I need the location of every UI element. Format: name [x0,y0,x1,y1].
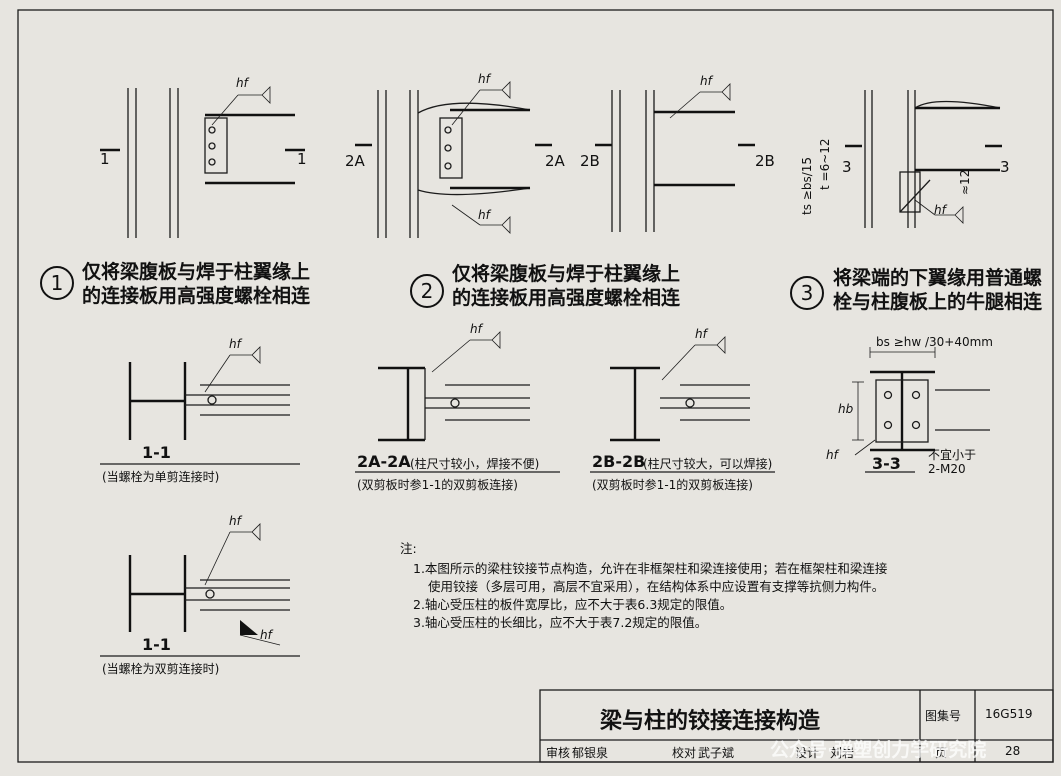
section-1-1-single-note: (当螺栓为单剪连接时) [102,470,220,484]
detail-1-elevation [100,86,305,238]
review-label: 审核 [546,746,571,760]
section-2b-note: (双剪板时参1-1的双剪板连接) [592,478,753,492]
detail-3-cut-left: 3 [842,158,852,176]
weld-symbol-1: hf [236,76,248,90]
reviewer-name: 郁银泉 [572,746,609,760]
section-1-1-double-title: 1-1 [142,635,171,654]
atlas-number: 16G519 [985,707,1033,721]
section-3-3-dim-hb: hb [838,402,854,416]
section-2b-title: 2B-2B [592,452,646,471]
page-number: 28 [1005,744,1021,758]
weld-symbol-s4: hf [470,322,482,336]
detail-1-number: 1 [40,266,74,300]
section-2b-desc: (柱尺寸较大，可以焊接) [643,457,773,471]
detail-2-elevation [355,81,755,238]
detail-1-cut-right: 1 [297,150,307,168]
page-label: 页 [935,746,948,760]
weld-symbol-s3: hf [260,628,272,642]
atlas-label: 图集号 [925,709,962,723]
title-block-frame [539,689,1054,763]
detail-1-caption-line1: 仅将梁腹板与焊于柱翼缘上 [82,261,311,283]
checker-name: 武子斌 [698,746,735,760]
section-2a [378,331,530,442]
weld-symbol-3: hf [934,203,946,217]
detail-3-dim-t: t =6~12 [818,138,832,190]
section-3-3 [852,347,990,456]
detail-2-caption-line1: 仅将梁腹板与焊于柱翼缘上 [452,263,681,285]
section-2a-desc: (柱尺寸较小，焊接不便) [410,457,540,471]
detail-3-caption-line2: 栓与柱腹板上的牛腿相连 [833,291,1043,313]
section-1-1-double-note: (当螺栓为双剪连接时) [102,662,220,676]
watermark-text: 公众号·弹塑创力学研究院 [770,739,987,761]
detail-3-caption-line1: 将梁端的下翼缘用普通螺 [833,267,1043,289]
detail-3-elevation [845,90,1002,228]
weld-symbol-s1: hf [229,337,241,351]
designer-name: 刘岩 [830,746,855,760]
weld-symbol-2c: hf [700,74,712,88]
detail-2-caption-line2: 的连接板用高强度螺栓相连 [452,287,681,309]
section-2a-title: 2A-2A [357,452,411,471]
detail-3-dim-ts: ts ≥bs/15 [800,156,814,215]
weld-symbol-s5: hf [695,327,707,341]
notes-item-3: 3.轴心受压柱的长细比，应不大于表7.2规定的限值。 [413,615,708,630]
notes-item-1b: 使用铰接（多层可用，高层不宜采用），在结构体系中应设置有支撑等抗侧力构件。 [428,579,885,594]
weld-symbol-2a: hf [478,72,490,86]
section-2a-note: (双剪板时参1-1的双剪板连接) [357,478,518,492]
section-1-1-double [128,523,290,646]
drawing-title: 梁与柱的铰接连接构造 [600,709,821,734]
detail-2-cut-a-left: 2A [345,152,365,170]
weld-symbol-2b: hf [478,208,490,222]
detail-2-cut-b-right: 2B [755,152,775,170]
section-2b [610,336,750,442]
detail-3-cut-right: 3 [1000,158,1010,176]
detail-2-cut-b-left: 2B [580,152,600,170]
notes-item-1a: 1.本图所示的梁柱铰接节点构造，允许在非框架柱和梁连接使用；若在框架柱和梁连接 [413,561,888,576]
section-3-3-dim-top: bs ≥hw /30+40mm [876,335,993,349]
detail-2-number: 2 [410,274,444,308]
notes-item-2: 2.轴心受压柱的板件宽厚比，应不大于表6.3规定的限值。 [413,597,733,612]
section-1-1-single-title: 1-1 [142,443,171,462]
weld-symbol-s2: hf [229,514,241,528]
section-3-3-title: 3-3 [872,454,901,473]
section-3-3-note-line1: 不宜小于 [928,448,977,462]
detail-1-caption-line2: 的连接板用高强度螺栓相连 [82,285,311,307]
check-label: 校对 [672,746,697,760]
design-label: 设计 [795,746,820,760]
detail-1-cut-left: 1 [100,150,110,168]
detail-2-cut-a-right: 2A [545,152,565,170]
notes-heading: 注: [400,541,417,556]
weld-symbol-s6: hf [826,448,838,462]
detail-3-dim-gap: ≈12 [958,169,972,195]
section-3-3-note-line2: 2-M20 [928,462,966,476]
section-1-1-single [128,346,290,440]
sheet-border [17,9,1054,763]
detail-3-number: 3 [790,276,824,310]
